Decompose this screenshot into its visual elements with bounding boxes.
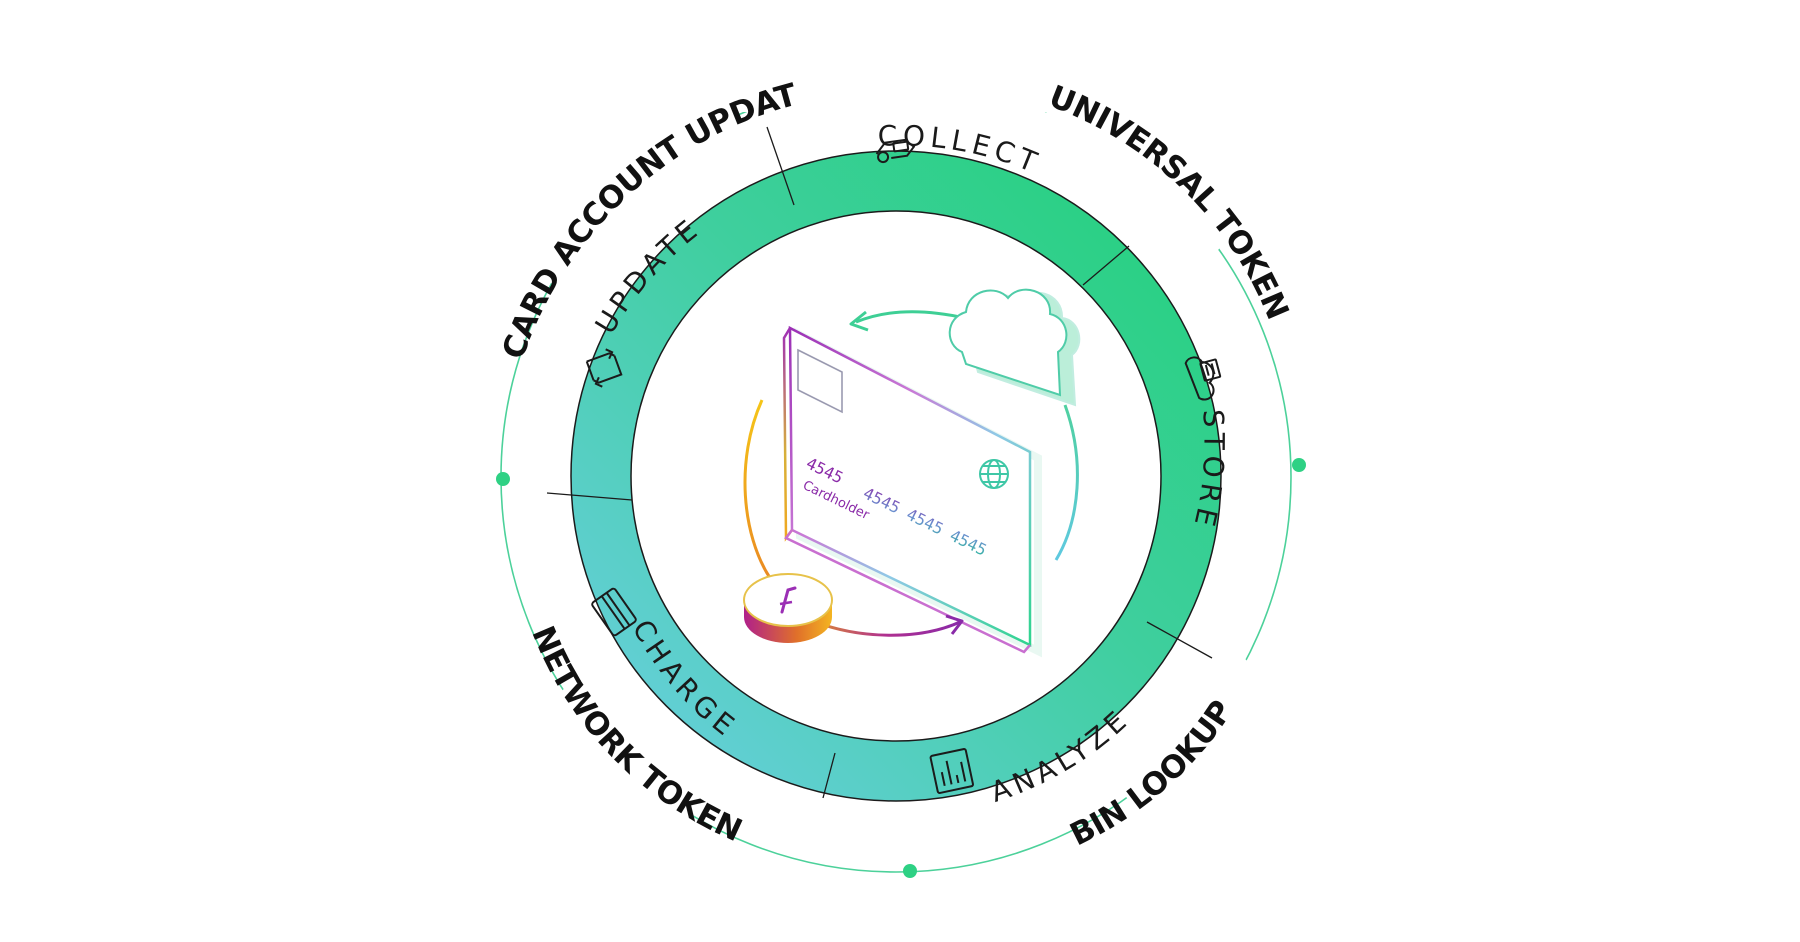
orbit-gap-top: [720, 52, 1090, 112]
bar-chart-icon: [929, 748, 974, 794]
teal-return-arc: [1054, 404, 1079, 561]
yellow-arc: [743, 399, 772, 579]
orbit-gap-upper-left: [478, 33, 812, 367]
orbit-dot-bottom: [903, 864, 917, 878]
orbit-dot-right: [1292, 458, 1306, 472]
cloud-icon: [948, 288, 1081, 407]
orbit-dot-left: [496, 472, 510, 486]
orbit-gap-upper-right: [1006, 21, 1291, 302]
hand-card-icon: [875, 138, 916, 164]
coin-icon: [743, 573, 833, 643]
globe-icon: [979, 459, 1009, 489]
center-illustration: 4545 4545 4545 4545 Cardholder: [743, 288, 1081, 658]
refresh-icon: [585, 348, 623, 388]
chip-icon: [797, 348, 843, 414]
divider-update-collect: [766, 126, 795, 206]
divider-collect-store: [1082, 245, 1130, 286]
divider-store-analyze: [1146, 621, 1213, 659]
credit-card: 4545 4545 4545 4545 Cardholder: [782, 325, 1042, 658]
cloud-server-icon: [1184, 356, 1222, 401]
divider-analyze-charge: [822, 752, 836, 799]
credit-card-icon: [591, 587, 637, 637]
cloud-arrow: [855, 310, 966, 324]
divider-charge-update: [546, 492, 633, 501]
